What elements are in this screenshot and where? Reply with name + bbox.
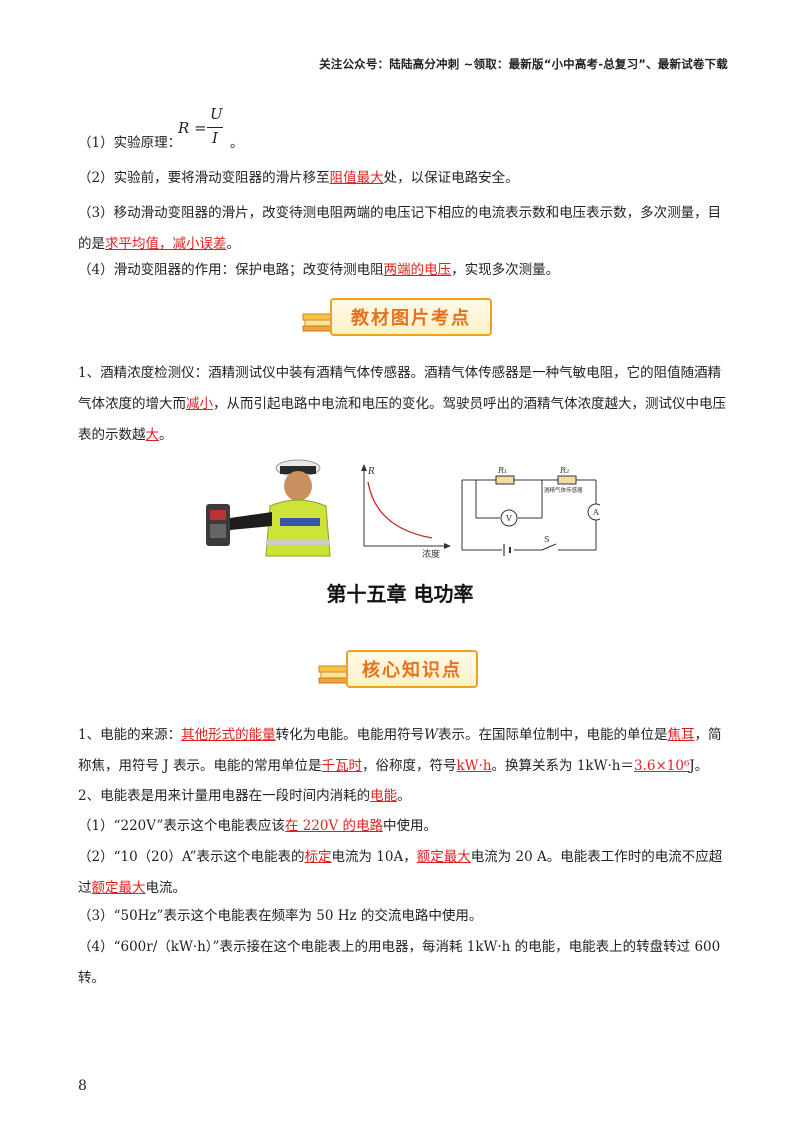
answer: 标定: [304, 849, 332, 865]
text: ，实现多次测量。: [451, 262, 560, 278]
meter-intro: 2、电能表是用来计量用电器在一段时间内消耗的电能。: [78, 782, 730, 811]
text: 处，以保证电路安全。: [383, 170, 519, 186]
text: 1、酒精浓度检测仪：酒精测试仪中装有酒精气体传感器。酒精气体传感器是一种气敏电阻…: [78, 365, 722, 412]
label-r2: R₂: [559, 466, 569, 475]
text: 。: [397, 788, 411, 804]
formula-left: R =: [178, 119, 207, 137]
ohm-formula: R = U I: [178, 105, 226, 153]
meter-220v: （1）“220V”表示这个电能表应该在 220V 的电路中使用。: [78, 812, 730, 841]
text: 1、电能的来源：: [78, 727, 182, 743]
label-voltmeter: V: [505, 514, 512, 523]
label-ammeter: A: [592, 508, 599, 517]
alcohol-tester-circuit: R₁ R₂ 酒精气体传感器 V A S: [461, 466, 600, 556]
experiment-step-3: （3）移动滑动变阻器的滑片，改变待测电阻两端的电压记下相应的电流表示数和电压表示…: [78, 198, 730, 260]
fraction-bar: [207, 127, 223, 128]
text: 中使用。: [383, 818, 438, 834]
text: 转化为电能。电能用符号: [275, 727, 425, 743]
text: 2、电能表是用来计量用电器在一段时间内消耗的: [78, 788, 371, 804]
switch-gap: [542, 546, 558, 554]
answer: 电能: [370, 788, 398, 804]
text: 。: [226, 236, 241, 252]
answer: 其他形式的能量: [181, 727, 276, 743]
experiment-step-4: （4）滑动变阻器的作用：保护电路；改变待测电阻两端的电压，实现多次测量。: [78, 256, 730, 285]
text: ，从而引起电路中电流和电压的变化。驾驶员呼出的酒精气体浓度越大，测试仪中电压表的…: [78, 396, 726, 443]
label-r1: R₁: [497, 466, 507, 475]
banner-box: 教材图片考点: [330, 298, 492, 336]
answer: 大: [145, 427, 160, 443]
ammeter-icon: [587, 503, 600, 521]
text: （4）滑动变阻器的作用：保护电路；改变待测电阻: [78, 262, 384, 278]
section-banner-textbook: 教材图片考点: [302, 296, 492, 336]
sensor-r2: [557, 475, 577, 485]
meter-current: （2）“10（20）A”表示这个电能表的标定电流为 10A，额定最大电流为 20…: [78, 842, 730, 904]
principle-prefix: （1）实验原理：: [78, 135, 182, 151]
label-sensor: 酒精气体传感器: [544, 486, 583, 494]
banner-box: 核心知识点: [346, 650, 478, 688]
answer: 阻值最大: [329, 170, 384, 186]
graph-ylabel: R: [367, 467, 375, 477]
text: 电流为 20 A。电能表工作时的电流不应超过: [78, 849, 723, 896]
page-header: 关注公众号：陆陆高分冲刺 ~领取：最新版“小中高考-总复习”、最新试卷下载: [319, 57, 728, 71]
formula-denominator: I: [212, 129, 218, 147]
resistor-r1: [495, 475, 515, 485]
resistance-curve: [367, 481, 433, 539]
energy-source-paragraph: 1、电能的来源：其他形式的能量转化为电能。电能用符号W表示。在国际单位制中，电能…: [78, 720, 730, 782]
text: 。换算关系为 1kW·h＝: [491, 758, 634, 774]
answer: 千瓦时: [321, 758, 363, 774]
meter-frequency: （3）“50Hz”表示这个电能表在频率为 50 Hz 的交流电路中使用。: [78, 908, 483, 924]
text: J。: [689, 758, 709, 774]
principle-line: （1）实验原理： R = U I 。: [78, 105, 478, 167]
principle-suffix: 。: [230, 135, 244, 151]
answer: 焦耳: [667, 727, 695, 743]
text: （2）实验前，要将滑动变阻器的滑片移至: [78, 170, 330, 186]
text: 表示。在国际单位制中，电能的单位是: [437, 727, 668, 743]
formula-numerator: U: [210, 105, 223, 123]
label-switch: S: [544, 535, 549, 544]
text: （2）“10（20）A”表示这个电能表的: [78, 849, 305, 865]
police-officer-photo: [200, 456, 335, 561]
meter-revolutions: （4）“600r/（kW·h）”表示接在这个电能表上的用电器，每消耗 1kW·h…: [78, 939, 721, 986]
answer: kW·h: [456, 758, 492, 774]
answer: 在 220V 的电路: [284, 818, 384, 834]
answer: 求平均值，减小误差: [105, 236, 227, 252]
answer: 额定最大: [91, 880, 146, 896]
text: ，简称焦，用符号 J 表示。电能的常用单位是: [78, 727, 722, 774]
voltmeter-icon: [500, 509, 518, 527]
x-axis-arrow: [444, 543, 451, 549]
graph-xlabel: 浓度: [422, 548, 440, 558]
answer: 两端的电压: [383, 262, 452, 278]
text: 电流。: [145, 880, 187, 896]
text: ，俗称度，符号: [362, 758, 457, 774]
resistance-concentration-graph: R 浓度: [361, 464, 451, 558]
text: 电流为 10A，: [331, 849, 417, 865]
experiment-step-2: （2）实验前，要将滑动变阻器的滑片移至阻值最大处，以保证电路安全。: [78, 164, 730, 193]
text: （3）移动滑动变阻器的滑片，改变待测电阻两端的电压记下相应的电流表示数和电压表示…: [78, 205, 722, 252]
alcohol-tester-paragraph: 1、酒精浓度检测仪：酒精测试仪中装有酒精气体传感器。酒精气体传感器是一种气敏电阻…: [78, 358, 730, 451]
y-axis-arrow: [361, 464, 367, 471]
switch-blade: [541, 543, 557, 551]
section-banner-core: 核心知识点: [318, 648, 478, 688]
text: （1）“220V”表示这个电能表应该: [78, 818, 285, 834]
banner-title: 核心知识点: [362, 660, 462, 681]
text: 。: [159, 427, 173, 443]
answer: 额定最大: [416, 849, 471, 865]
page-number: 8: [78, 1078, 87, 1094]
chapter-title: 第十五章 电功率: [326, 582, 474, 606]
banner-title: 教材图片考点: [351, 308, 471, 329]
symbol-w: W: [424, 727, 438, 743]
answer: 3.6×10⁶: [633, 758, 690, 774]
answer: 减小: [186, 396, 213, 412]
